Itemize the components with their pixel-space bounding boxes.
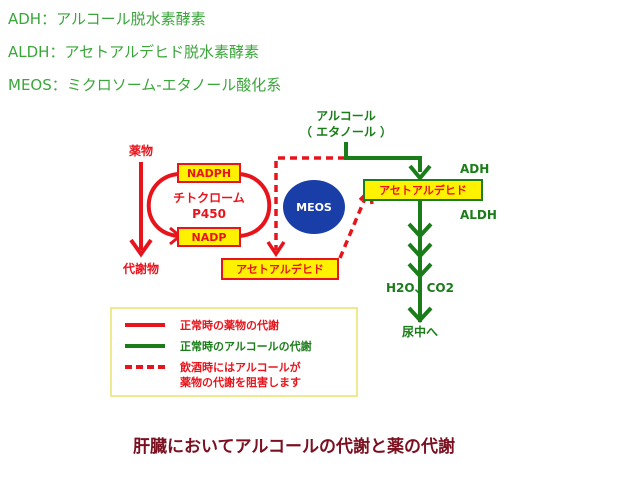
meos-circle <box>283 180 345 234</box>
ethanol-label: （ エタノール ） <box>300 124 392 139</box>
acetaldehyde-right-label: アセトアルデヒド <box>379 183 467 197</box>
p450-label-line2: P450 <box>192 207 226 221</box>
legend-green-solid-label: 正常時のアルコールの代謝 <box>180 339 312 353</box>
nadph-label: NADPH <box>187 167 231 180</box>
p450-label-line1: チトクローム <box>173 191 245 205</box>
acetaldehyde-right-box <box>363 179 483 201</box>
abbr-aldh: ALDH：アセトアルデヒド脱水素酵素 <box>8 43 259 61</box>
diagram-caption: 肝臓においてアルコールの代謝と薬の代謝 <box>133 436 455 457</box>
abbr-adh: ADH：アルコール脱水素酵素 <box>8 10 206 28</box>
green-chevron-3 <box>407 262 433 279</box>
nadph-box <box>177 163 241 183</box>
meos-label: MEOS <box>296 201 332 214</box>
acetaldehyde-left-label: アセトアルデヒド <box>236 262 324 276</box>
green-chevron-1 <box>407 222 433 239</box>
legend-box <box>110 307 358 397</box>
abbr-meos: MEOS：ミクロソーム-エタノール酸化系 <box>8 76 282 94</box>
p450-cycle-left <box>146 172 179 238</box>
alcohol-path <box>344 142 422 172</box>
drug-arrow-head <box>129 238 153 258</box>
green-chevron-2 <box>407 242 433 259</box>
alcohol-label: アルコール <box>316 109 376 123</box>
to-urine-label: 尿中へ <box>402 324 438 339</box>
p450-cycle-right <box>239 172 272 238</box>
legend-red-solid-label: 正常時の薬物の代謝 <box>180 318 279 332</box>
drug-label: 薬物 <box>129 143 153 158</box>
metabolite-label: 代謝物 <box>122 261 159 276</box>
meos-dashed-arrowhead <box>266 241 286 258</box>
products-label: H2O、CO2 <box>386 281 454 295</box>
nadp-box <box>177 227 241 247</box>
nadp-label: NADP <box>192 231 227 244</box>
adh-label: ADH <box>460 162 489 176</box>
green-chevron-4 <box>407 306 433 323</box>
aldh-label: ALDH <box>460 208 497 222</box>
legend-red-dashed-label-1: 飲酒時にはアルコールが <box>179 360 301 374</box>
legend-red-dashed-label-2: 薬物の代謝を阻害します <box>180 375 301 389</box>
acetaldehyde-left-box <box>221 258 339 280</box>
alcohol-arrowhead <box>408 164 432 182</box>
